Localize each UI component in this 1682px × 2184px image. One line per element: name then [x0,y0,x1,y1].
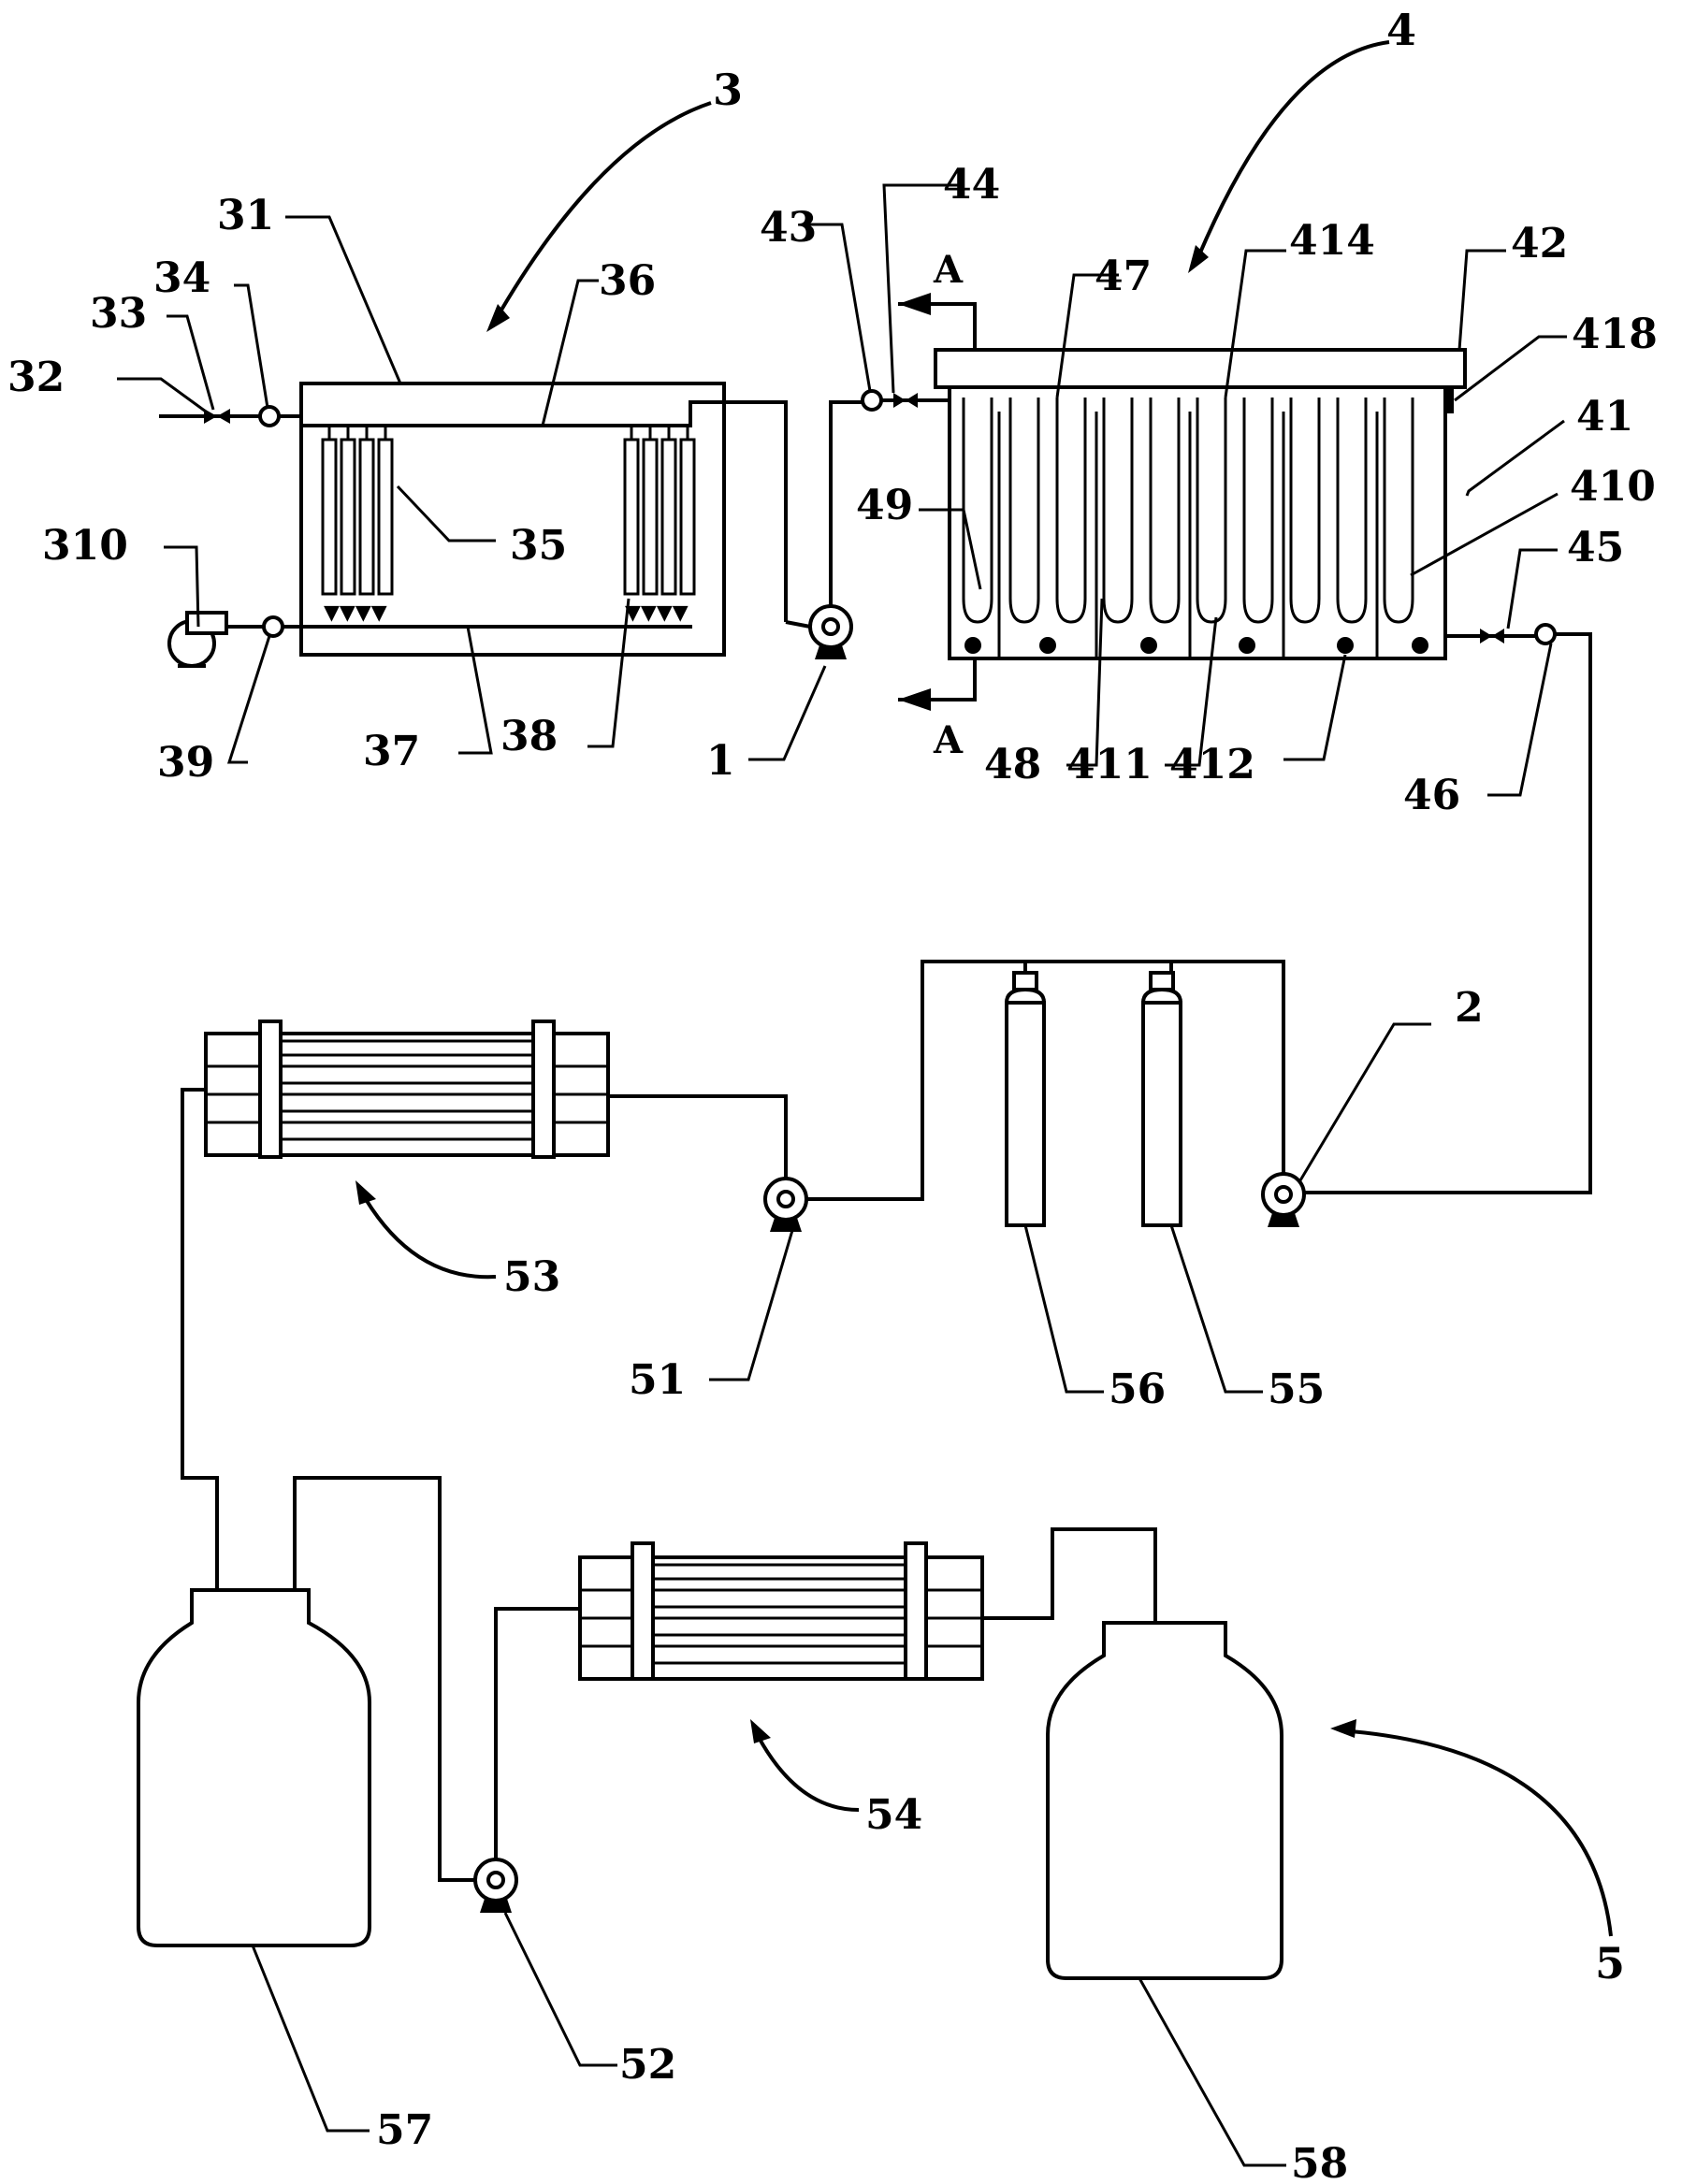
label-39: 39 [157,739,214,787]
u-tubes-414 [962,398,1414,624]
label-34: 34 [153,254,210,302]
labels: 3 4 31 32 33 34 36 35 310 39 37 38 1 43 … [7,5,1658,2184]
tank-58 [1046,1621,1283,1980]
label-4: 4 [1386,5,1416,55]
label-57: 57 [376,2106,433,2154]
flowmeter-39 [262,615,284,638]
tank-57 [137,1476,482,1947]
unit-3-tank: ▼▼▼▼ ▼▼▼▼ [159,382,776,668]
label-410: 410 [1570,463,1656,511]
valve-45 [1480,629,1492,644]
label-43: 43 [760,204,817,252]
label-48: 48 [984,741,1041,788]
label-53: 53 [503,1253,560,1301]
label-A-top: A [933,248,964,292]
aeration-heads-412 [964,637,1428,654]
unit-4-tank [861,293,1592,1194]
flowmeter-43 [861,389,883,412]
cylinder-56 [1004,971,1047,1227]
cover-42 [934,348,1467,389]
label-44: 44 [943,161,1000,209]
pump-51 [608,1094,821,1232]
label-56: 56 [1109,1366,1166,1413]
membrane-cartridges-35: ▼▼▼▼ [321,426,394,625]
svg-text:▼▼▼▼: ▼▼▼▼ [324,600,387,625]
label-47: 47 [1095,253,1152,300]
label-2: 2 [1455,984,1484,1032]
label-58: 58 [1291,2140,1348,2184]
label-36: 36 [599,257,656,305]
label-32: 32 [7,354,65,401]
leader-lines [117,40,1613,2167]
label-310: 310 [42,522,128,570]
label-41: 41 [1576,393,1633,441]
label-5: 5 [1595,1938,1625,1989]
pump-1 [776,400,863,659]
blower-310 [167,611,228,668]
label-411: 411 [1066,741,1153,788]
label-1: 1 [706,737,735,785]
label-31: 31 [217,192,274,239]
membrane-module-54 [578,1527,1157,1681]
label-45: 45 [1567,524,1624,571]
flowmeter-46 [1534,623,1557,645]
aerators-38: ▼▼▼▼ [623,426,696,625]
cylinder-55 [1140,971,1183,1227]
label-49: 49 [856,482,913,529]
label-A-bottom: A [933,718,964,762]
label-414: 414 [1289,217,1375,265]
valve-44 [893,393,906,408]
label-51: 51 [629,1356,686,1404]
flowmeter-34 [258,405,281,427]
label-54: 54 [865,1791,922,1839]
label-42: 42 [1511,220,1568,268]
pump-2 [1169,960,1306,1227]
label-33: 33 [90,290,147,338]
label-3: 3 [713,65,743,115]
membrane-module-53 [181,1020,610,1590]
svg-text:▼▼▼▼: ▼▼▼▼ [625,600,689,625]
valve-33 [204,409,217,424]
label-55: 55 [1268,1366,1325,1413]
label-35: 35 [510,522,567,570]
label-418: 418 [1572,311,1658,358]
label-412: 412 [1169,741,1255,788]
label-46: 46 [1403,772,1460,819]
label-38: 38 [500,713,558,760]
sensor-418 [1446,387,1454,413]
label-52: 52 [619,2041,676,2089]
partitions-411 [997,412,1379,658]
label-37: 37 [363,728,420,775]
pump-52 [473,1607,580,1913]
